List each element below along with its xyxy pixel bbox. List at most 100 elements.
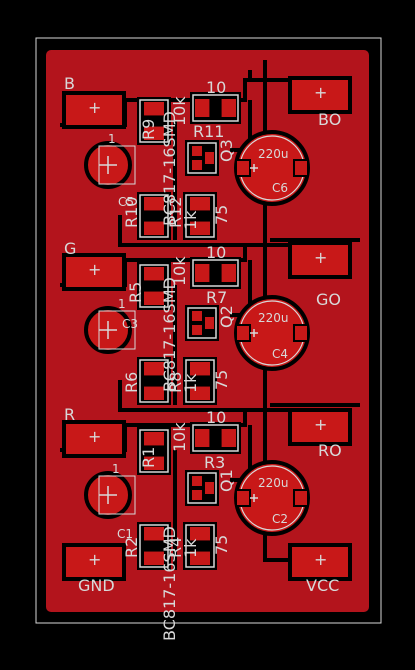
pad-go	[288, 241, 352, 279]
res-10-r-pad	[221, 429, 236, 447]
transistor-outline-r	[187, 472, 217, 504]
label-10-r: 10	[206, 408, 227, 427]
label-q1: Q1	[217, 469, 236, 492]
label-c1: C1	[117, 527, 134, 541]
res-bottom-left-r-pad	[144, 551, 164, 565]
output-pads	[288, 76, 352, 581]
transistor-pad-g	[192, 325, 202, 335]
plus-pad-gnd: +	[88, 550, 102, 569]
label-ro: RO	[318, 441, 342, 460]
big-cap-pad-g	[235, 324, 251, 342]
label-1k-r: 1k	[181, 538, 200, 558]
label-75-r: 75	[212, 534, 231, 555]
label-1-b: 1	[108, 132, 116, 146]
res-bottom-right-g-pad	[190, 362, 210, 376]
plus-pad-ro: +	[314, 415, 328, 434]
big-cap-pad-r	[293, 489, 309, 507]
label-1k-b: 1k	[181, 210, 200, 230]
pad-g	[62, 253, 126, 291]
transistor-outline-g	[187, 307, 217, 339]
label-part-q3: BC817-16SMD	[160, 111, 179, 226]
res-10-b-pad	[221, 99, 236, 117]
label-b: B	[64, 74, 75, 93]
res-top-left-r-pad	[144, 432, 164, 446]
label-75-g: 75	[212, 369, 231, 390]
res-bottom-right-g-pad	[190, 386, 210, 400]
transistor-pad-r	[192, 476, 202, 486]
res-top-left-g-pad	[144, 267, 164, 281]
res-top-left-g-outline	[139, 264, 169, 308]
res-bottom-left-b-pad	[144, 221, 164, 235]
res-bottom-right-r-pad	[190, 527, 210, 541]
big-cap-pad-b	[235, 159, 251, 177]
transistor-pad-b	[192, 146, 202, 156]
label-c2: C2	[272, 512, 289, 526]
res-10-g-outline	[192, 259, 239, 287]
res-top-left-b-pad	[144, 102, 164, 116]
label-r9: R9	[139, 118, 158, 140]
res-top-left-g-pad	[144, 291, 164, 305]
plus-pad-vcc: +	[314, 550, 328, 569]
label-1-r: 1	[112, 462, 120, 476]
label-gnd: GND	[78, 576, 115, 595]
big-cap-pad-b	[293, 159, 309, 177]
transistor-outline-b	[187, 142, 217, 174]
res-bottom-left-g-outline	[139, 359, 169, 403]
label-10-b: 10	[206, 78, 227, 97]
label-10-g: 10	[206, 243, 227, 262]
transistor-pad-b	[205, 152, 214, 164]
res-10-b-pad	[195, 99, 210, 117]
input-pads	[62, 91, 126, 581]
pad-bo	[288, 76, 352, 114]
res-10-r-outline	[192, 424, 239, 452]
res-bottom-left-b-pad	[144, 197, 164, 211]
label-75-b: 75	[212, 204, 231, 225]
label-1-g: 1	[118, 297, 126, 311]
label-r3: R3	[204, 453, 226, 472]
label-10k-r: 10k	[170, 422, 189, 452]
board-outline	[35, 37, 382, 624]
label-c5: C5	[118, 195, 135, 209]
transistor-pad-g	[192, 311, 202, 321]
label-c6: C6	[272, 181, 289, 195]
res-bottom-right-g-outline	[185, 359, 215, 403]
label-r2: R2	[122, 536, 141, 558]
label-r6: R6	[122, 371, 141, 393]
plus-pad-g: +	[88, 260, 102, 279]
label-q2: Q2	[217, 305, 236, 328]
res-bottom-right-b-pad	[190, 197, 210, 211]
res-top-left-b-outline	[139, 99, 169, 143]
transistor-pad-r	[192, 490, 202, 500]
plus-pad-r: +	[88, 427, 102, 446]
label-part-q1: BC817-16SMD	[160, 526, 179, 641]
res-10-b-outline	[192, 94, 239, 122]
pad-ro	[288, 408, 352, 446]
label-c3: C3	[122, 317, 139, 331]
res-top-left-r-pad	[144, 456, 164, 470]
res-bottom-right-b-pad	[190, 221, 210, 235]
pad-r	[62, 420, 126, 458]
label-part-q2: BC817-16SMD	[160, 277, 179, 392]
res-bottom-left-b-outline	[139, 194, 169, 238]
res-bottom-right-b-outline	[185, 194, 215, 238]
label-bo: BO	[318, 110, 342, 129]
label-r11: R11	[193, 122, 225, 141]
plus-pad-bo: +	[314, 83, 328, 102]
res-10-g-pad	[195, 264, 210, 282]
label-1k-g: 1k	[181, 373, 200, 393]
pad-b	[62, 91, 126, 129]
transistor-pad-b	[192, 160, 202, 170]
res-10-r-pad	[195, 429, 210, 447]
pad-gnd	[62, 543, 126, 581]
res-top-left-r-outline	[139, 429, 169, 473]
label-c4: C4	[272, 347, 289, 361]
res-top-left-b-pad	[144, 126, 164, 140]
label-220u-b: 220u	[258, 147, 289, 161]
label-r5: R5	[126, 281, 145, 303]
label-r7: R7	[206, 288, 228, 307]
label-vcc: VCC	[306, 576, 340, 595]
transistor-pad-r	[205, 482, 214, 494]
big-cap-pad-g	[293, 324, 309, 342]
res-bottom-left-g-pad	[144, 386, 164, 400]
